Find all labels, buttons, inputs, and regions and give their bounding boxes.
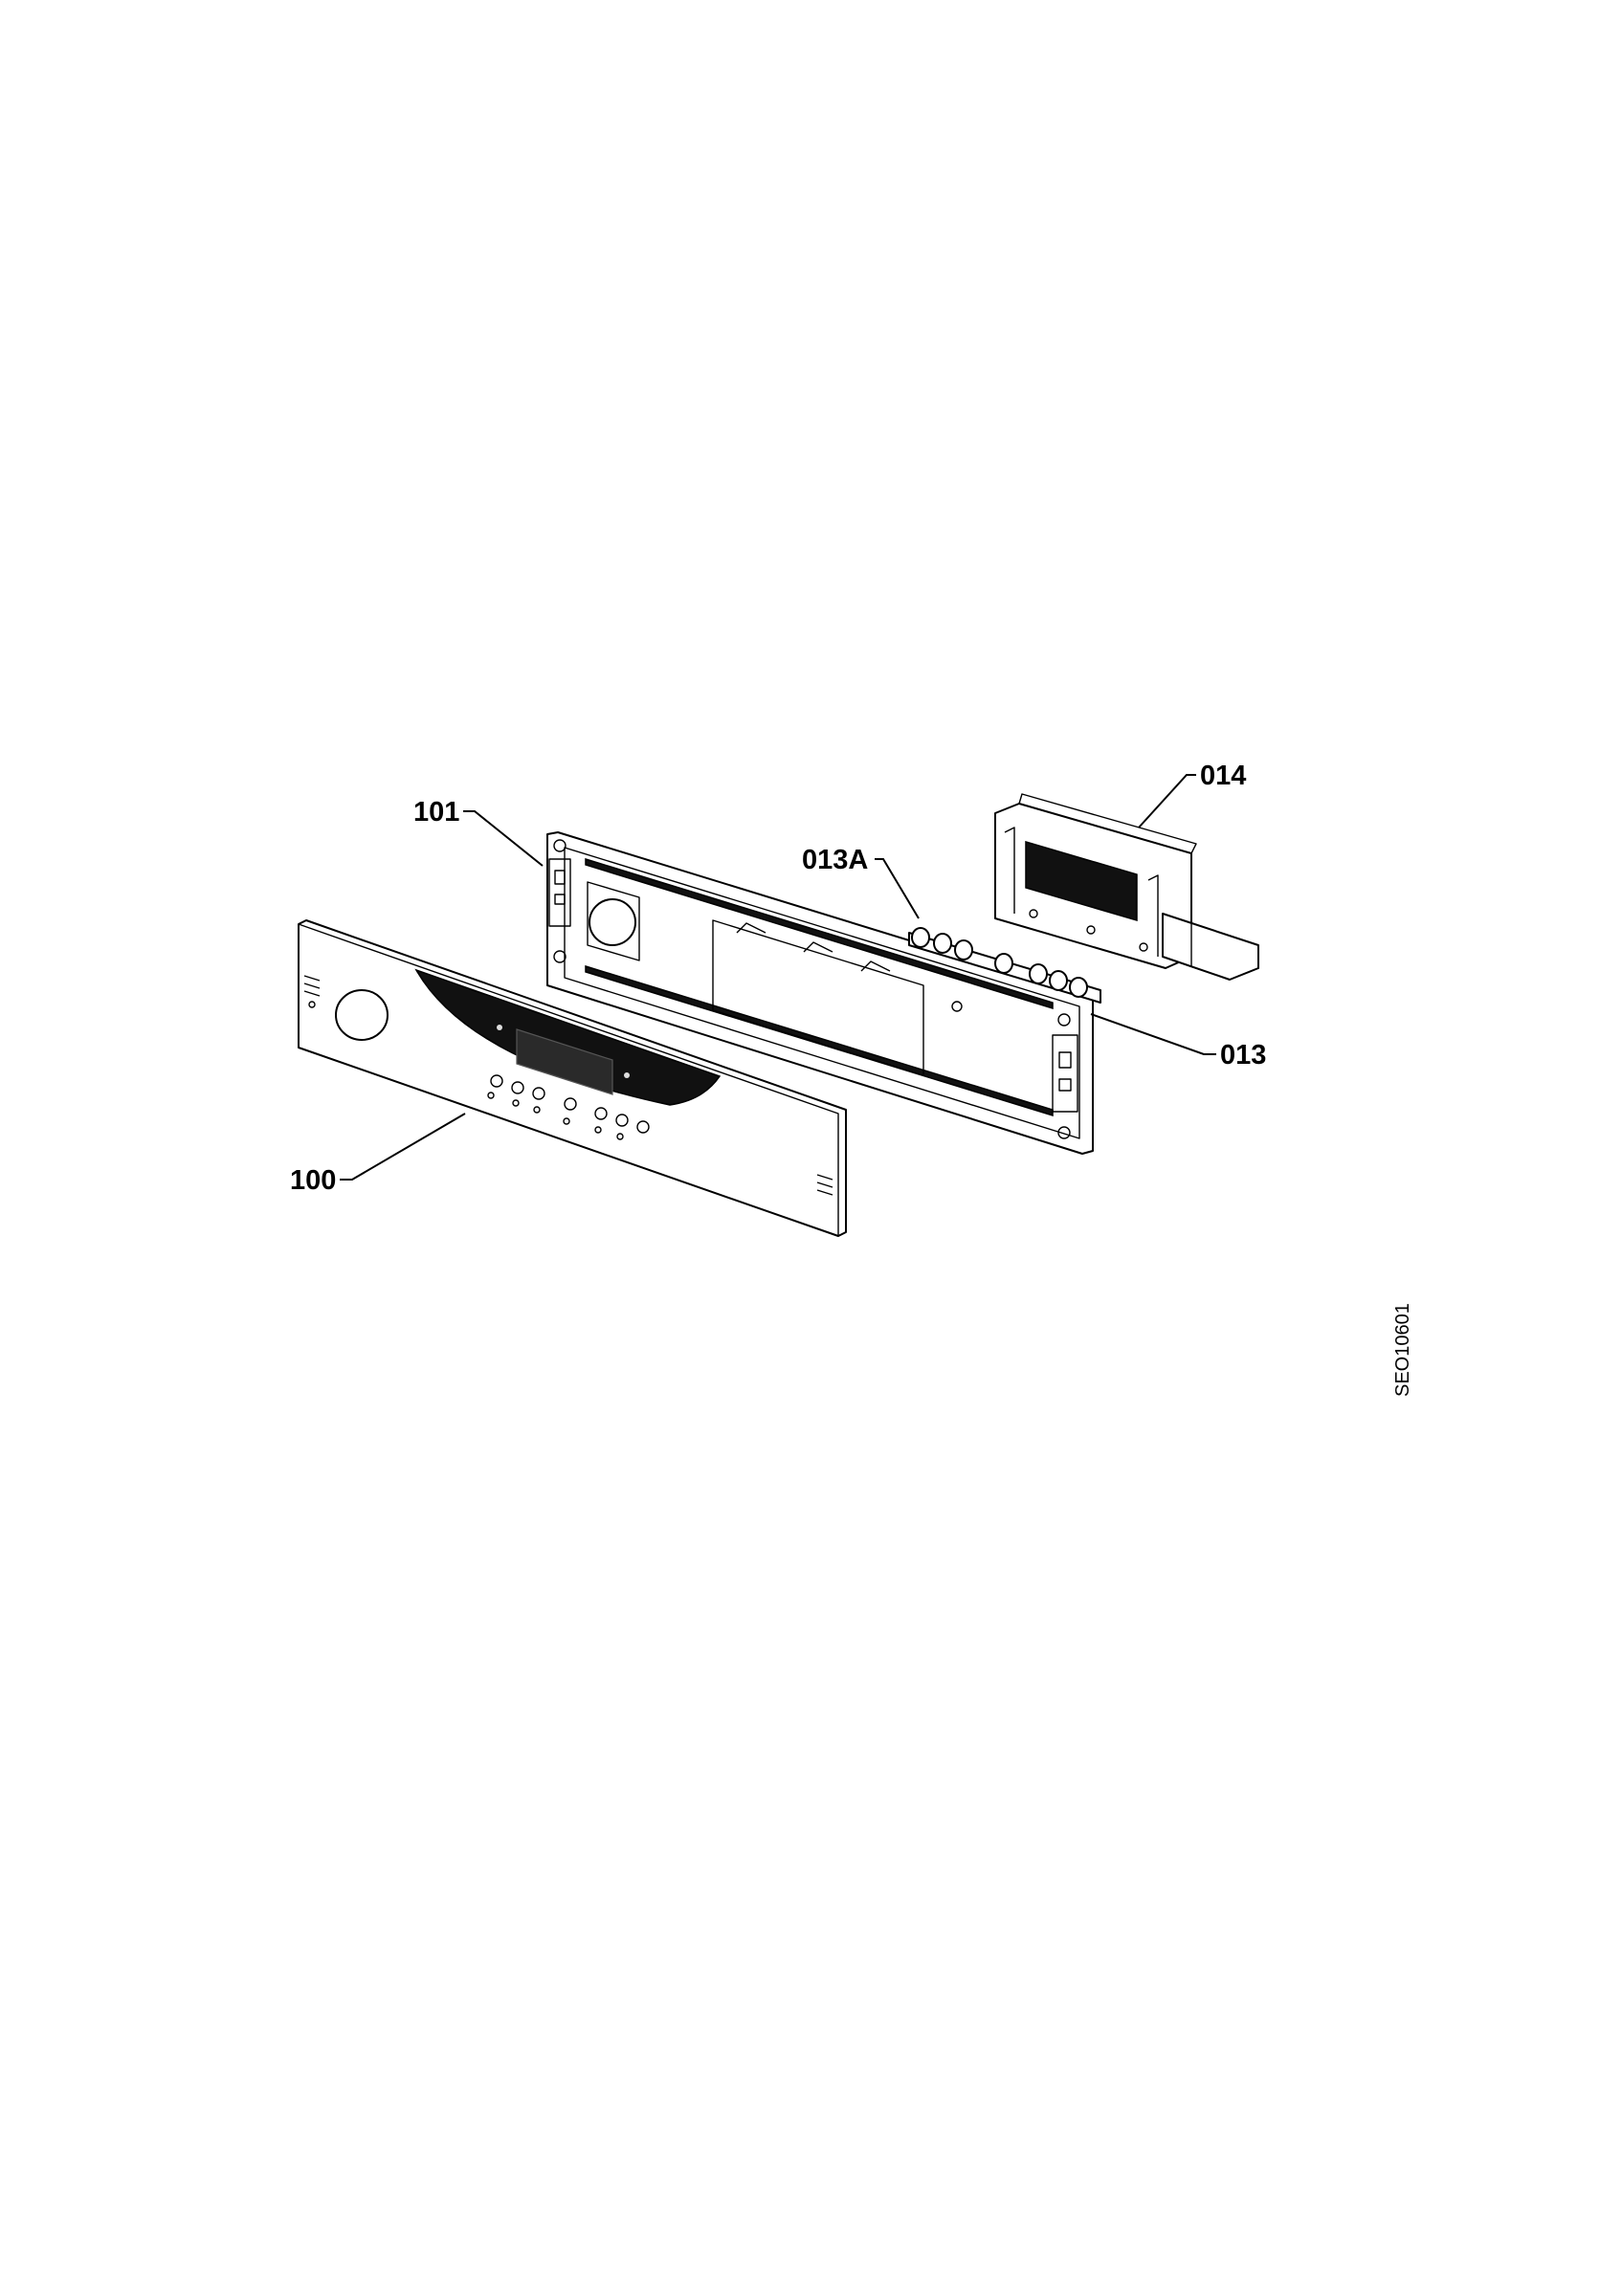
drawing-code: SEO10601	[1392, 1303, 1413, 1397]
callout-013A: 013A	[802, 845, 868, 875]
part-100-control-panel	[298, 919, 847, 1237]
callout-014: 014	[1200, 761, 1246, 791]
strip-buttons	[911, 927, 1088, 998]
part-014-display-module	[994, 793, 1259, 981]
callout-013: 013	[1220, 1040, 1266, 1071]
panel-buttons	[487, 1074, 650, 1140]
callout-leaders	[340, 774, 1216, 1181]
callout-100: 100	[290, 1165, 336, 1196]
part-013-button-strip	[908, 927, 1101, 1004]
callout-101: 101	[413, 797, 459, 828]
part-101-frame	[546, 831, 1094, 1155]
